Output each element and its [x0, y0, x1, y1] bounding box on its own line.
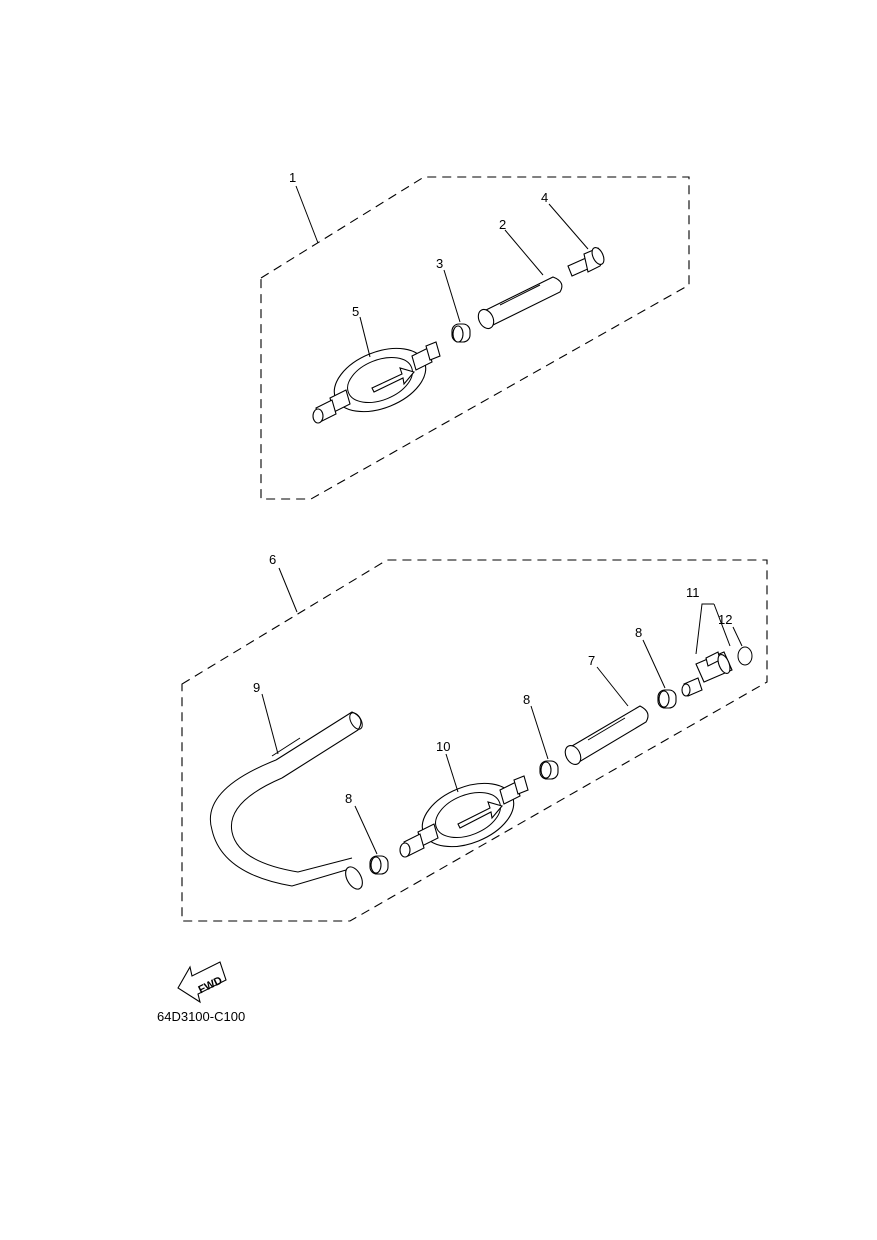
part-8-clamp-c — [369, 855, 389, 875]
callout-10: 10 — [436, 739, 450, 754]
part-3-clamp — [451, 323, 471, 343]
part-8-clamp-b — [539, 760, 559, 780]
callout-9: 9 — [253, 680, 260, 695]
part-11-connector — [681, 651, 733, 697]
callout-3: 3 — [436, 256, 443, 271]
figure-code: 64D3100-C100 — [157, 1009, 245, 1024]
callout-8c: 8 — [345, 791, 352, 806]
callout-1: 1 — [289, 170, 296, 185]
callout-8a: 8 — [635, 625, 642, 640]
fwd-arrow-icon: FWD — [177, 961, 227, 1004]
callout-12: 12 — [718, 612, 732, 627]
part-5-primer-pump — [312, 341, 441, 424]
callout-5: 5 — [352, 304, 359, 319]
part-12-o-ring — [737, 646, 753, 666]
part-9-hose — [210, 711, 363, 890]
callout-11: 11 — [686, 585, 700, 600]
part-7-hose — [564, 705, 649, 765]
part-8-clamp-a — [657, 689, 677, 709]
callout-7: 7 — [588, 653, 595, 668]
part-10-primer-pump — [399, 775, 529, 858]
callout-6: 6 — [269, 552, 276, 567]
callout-8b: 8 — [523, 692, 530, 707]
assembly-6-outline — [181, 559, 768, 922]
assembly-1-outline — [260, 176, 690, 500]
callout-2: 2 — [499, 217, 506, 232]
callout-4: 4 — [541, 190, 548, 205]
part-2-hose — [477, 276, 563, 330]
part-4-joint — [567, 247, 605, 277]
